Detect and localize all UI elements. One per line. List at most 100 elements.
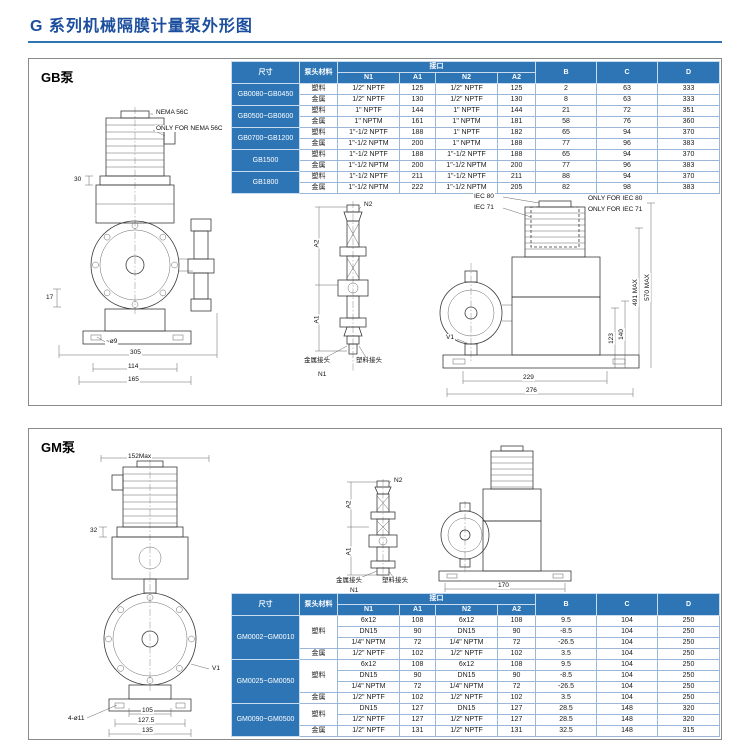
- spec-cell: 72: [497, 637, 536, 649]
- spec-cell: 1/4" NPTM: [435, 637, 498, 649]
- spec-cell: 131: [399, 725, 436, 737]
- spec-cell: 102: [399, 648, 436, 660]
- col-header-size: 尺寸: [231, 61, 300, 84]
- col-header-n2: N2: [435, 72, 498, 84]
- spec-cell: 65: [535, 149, 597, 161]
- spec-cell: 104: [596, 637, 658, 649]
- spec-cell: 104: [596, 648, 658, 660]
- gb-spec-table: 尺寸 泵头材料 接口 B C D N1 A1 N2 A2 GB0080~GB04…: [231, 61, 720, 194]
- spec-cell: -8.5: [535, 670, 597, 682]
- spec-cell: 315: [657, 725, 720, 737]
- spec-cell: 250: [657, 626, 720, 638]
- spec-cell: 127: [399, 714, 436, 726]
- spec-cell: 88: [535, 171, 597, 183]
- size-cell: GB1800: [231, 171, 300, 194]
- spec-cell: 200: [399, 160, 436, 172]
- valve-v1-label: V1: [211, 665, 221, 672]
- spec-cell: 222: [399, 182, 436, 194]
- size-cell: GB0500~GB0600: [231, 105, 300, 128]
- material-cell: 塑料: [299, 171, 338, 183]
- spec-cell: 6x12: [337, 615, 400, 627]
- dim-170-label: 170: [497, 582, 510, 589]
- spec-cell: 108: [399, 659, 436, 671]
- spec-cell: 90: [497, 670, 536, 682]
- col-header-d: D: [657, 593, 720, 616]
- table-row: 尺寸 泵头材料 接口 B C D: [231, 593, 720, 616]
- spec-cell: DN15: [435, 626, 498, 638]
- spec-cell: 72: [596, 105, 658, 117]
- spec-cell: 63: [596, 94, 658, 106]
- spec-cell: 250: [657, 615, 720, 627]
- dim-570max-label: 570 MAX: [643, 273, 651, 302]
- spec-cell: 90: [497, 626, 536, 638]
- material-cell: 塑料: [299, 615, 338, 649]
- material-cell: 塑料: [299, 105, 338, 117]
- spec-cell: 360: [657, 116, 720, 128]
- col-header-a2: A2: [497, 72, 536, 84]
- size-cell: GB1500: [231, 149, 300, 172]
- dim-165-label: 165: [127, 376, 140, 383]
- spec-cell: 1/2" NPTF: [337, 648, 400, 660]
- gm-panel: GM泵: [28, 428, 722, 740]
- spec-cell: 250: [657, 659, 720, 671]
- spec-cell: -26.5: [535, 637, 597, 649]
- spec-cell: 188: [497, 138, 536, 150]
- spec-cell: DN15: [337, 670, 400, 682]
- table-row: N1 A1 N2 A2: [232, 72, 720, 84]
- material-cell: 金属: [299, 138, 338, 150]
- spec-cell: DN15: [337, 703, 400, 715]
- spec-cell: DN15: [435, 703, 498, 715]
- col-header-material: 泵头材料: [299, 593, 338, 616]
- spec-cell: 108: [399, 615, 436, 627]
- spec-cell: 77: [535, 160, 597, 172]
- spec-cell: 96: [596, 160, 658, 172]
- spec-cell: 127: [497, 703, 536, 715]
- spec-cell: 182: [497, 127, 536, 139]
- spec-cell: 94: [596, 127, 658, 139]
- spec-cell: 144: [497, 105, 536, 117]
- spec-cell: 1"-1/2 NPTF: [337, 149, 400, 161]
- spec-cell: 82: [535, 182, 597, 194]
- spec-cell: 108: [497, 659, 536, 671]
- spec-cell: 333: [657, 83, 720, 95]
- spec-cell: 72: [497, 681, 536, 693]
- spec-cell: 8: [535, 94, 597, 106]
- spec-cell: 130: [497, 94, 536, 106]
- col-header-a2: A2: [497, 604, 536, 616]
- spec-cell: 1"-1/2 NPTF: [337, 171, 400, 183]
- holes-4d11-label: 4-ø11: [67, 715, 86, 722]
- spec-cell: 102: [399, 692, 436, 704]
- spec-cell: 383: [657, 160, 720, 172]
- table-row: 尺寸 泵头材料 接口 B C D: [231, 61, 720, 84]
- spec-cell: 188: [399, 149, 436, 161]
- col-header-a1: A1: [399, 72, 436, 84]
- spec-cell: 351: [657, 105, 720, 117]
- spec-cell: 1/2" NPTF: [337, 83, 400, 95]
- spec-cell: 1/2" NPTF: [435, 83, 498, 95]
- spec-cell: 1/4" NPTM: [337, 681, 400, 693]
- col-header-n1: N1: [337, 72, 400, 84]
- spec-cell: 127: [399, 703, 436, 715]
- material-cell: 金属: [299, 160, 338, 172]
- gb-spec-table-wrap: 尺寸 泵头材料 接口 B C D N1 A1 N2 A2 GB0080~GB04…: [231, 61, 720, 194]
- only-iec80-label: ONLY FOR IEC 80: [587, 195, 644, 202]
- gb-panel: GB泵 尺寸 泵头材料 接口 B C D N1 A1 N2 A2: [28, 58, 722, 406]
- col-header-port: 接口: [337, 61, 536, 73]
- col-header-n2: N2: [435, 604, 498, 616]
- spec-cell: 104: [596, 692, 658, 704]
- dim-17-label: 17: [45, 294, 55, 301]
- spec-cell: 250: [657, 670, 720, 682]
- size-cell: GB0700~GB1200: [231, 127, 300, 150]
- gb-valve-assembly: N2 A2 A1 金属接头 塑料接头 N1: [301, 199, 401, 399]
